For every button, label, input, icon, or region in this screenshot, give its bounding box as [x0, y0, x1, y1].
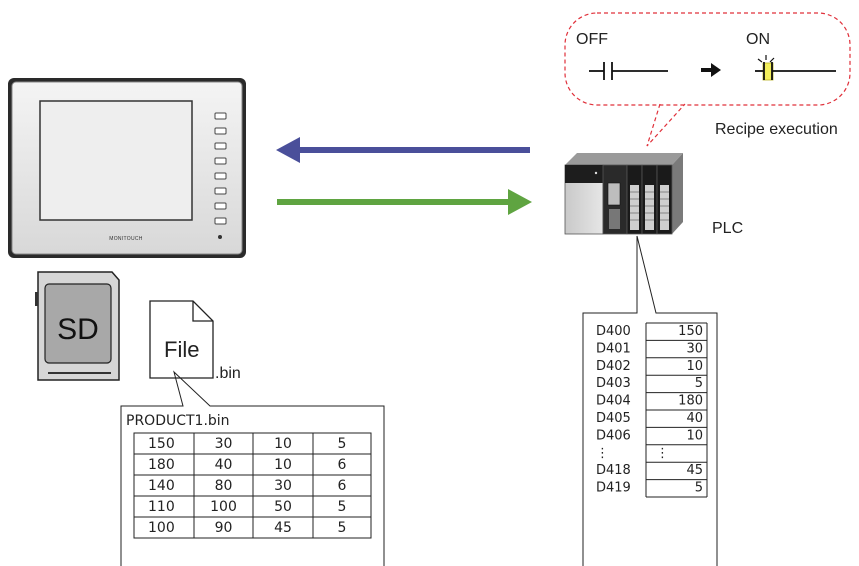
plc-memory-address: D401: [596, 341, 631, 356]
plc-memory-value: 10: [686, 359, 703, 374]
plc-memory-value: 45: [686, 463, 703, 478]
product-table-cell: 40: [215, 457, 233, 473]
recipe-execution-caption: Recipe execution: [715, 121, 838, 138]
plc-memory-address: D406: [596, 428, 631, 443]
on-contact-icon: [755, 55, 836, 81]
plc-memory-value: 30: [686, 341, 703, 356]
product-table-cell: 80: [215, 478, 233, 494]
hmi-function-keys: [214, 112, 227, 225]
product-table-cell: 90: [215, 520, 233, 536]
product-table-cell: 45: [274, 520, 292, 536]
plc-memory-address: D400: [596, 324, 631, 339]
product-table-cell: 10: [274, 436, 292, 452]
product-table-cell: 5: [338, 520, 347, 536]
plc-memory-value: 5: [695, 376, 703, 391]
product-table-cell: 10: [274, 457, 292, 473]
product-table-cell: 5: [338, 436, 347, 452]
on-label: ON: [746, 31, 770, 48]
hmi-brand-label: MONITOUCH: [109, 236, 143, 242]
plc-memory-address: ⋮: [596, 446, 609, 461]
product-table-cell: 180: [148, 457, 175, 473]
hmi-led-icon: [218, 235, 222, 239]
product-table-cell: 30: [274, 478, 292, 494]
off-label: OFF: [576, 31, 608, 48]
plc-memory-address: D404: [596, 394, 631, 409]
arrow-to-hmi: [276, 137, 530, 163]
product-table-cell: 100: [148, 520, 175, 536]
plc-memory-value: 10: [686, 428, 703, 443]
sd-card-icon: [35, 271, 120, 381]
hmi-screen: [39, 100, 193, 221]
file-extension-label: .bin: [215, 365, 241, 382]
plc-memory-value: 150: [678, 324, 703, 339]
plc-memory-value: ⋮: [656, 446, 669, 461]
product-table-cell: 30: [215, 436, 233, 452]
plc-memory-value: 40: [686, 411, 703, 426]
plc-memory-address: D419: [596, 481, 631, 496]
file-icon-label: File: [164, 337, 199, 362]
plc-memory-value: 180: [678, 394, 703, 409]
plc-memory-address: D405: [596, 411, 631, 426]
product-table-cell: 6: [338, 457, 347, 473]
arrow-to-plc: [277, 189, 532, 215]
product-table-cell: 100: [210, 499, 237, 515]
plc-device: [564, 153, 683, 235]
product-table-cell: 150: [148, 436, 175, 452]
file-icon: [149, 300, 214, 379]
transition-arrow-icon: [701, 63, 721, 77]
product-table-cell: 140: [148, 478, 175, 494]
product-table-cell: 6: [338, 478, 347, 494]
plc-memory-callout: [582, 235, 718, 566]
ladder-bubble: [564, 12, 851, 147]
off-contact-icon: [589, 62, 668, 80]
product-table-title: PRODUCT1.bin: [126, 413, 230, 429]
product-table-callout: [120, 370, 385, 566]
plc-memory-address: D418: [596, 463, 631, 478]
hmi-device: MONITOUCH: [8, 78, 246, 258]
plc-memory-value: 5: [695, 481, 703, 496]
product-table-cell: 5: [338, 499, 347, 515]
product-table-cell: 110: [148, 499, 175, 515]
sd-label: SD: [57, 313, 99, 346]
plc-label: PLC: [712, 220, 743, 237]
plc-memory-address: D402: [596, 359, 631, 374]
product-table-cell: 50: [274, 499, 292, 515]
plc-memory-address: D403: [596, 376, 631, 391]
